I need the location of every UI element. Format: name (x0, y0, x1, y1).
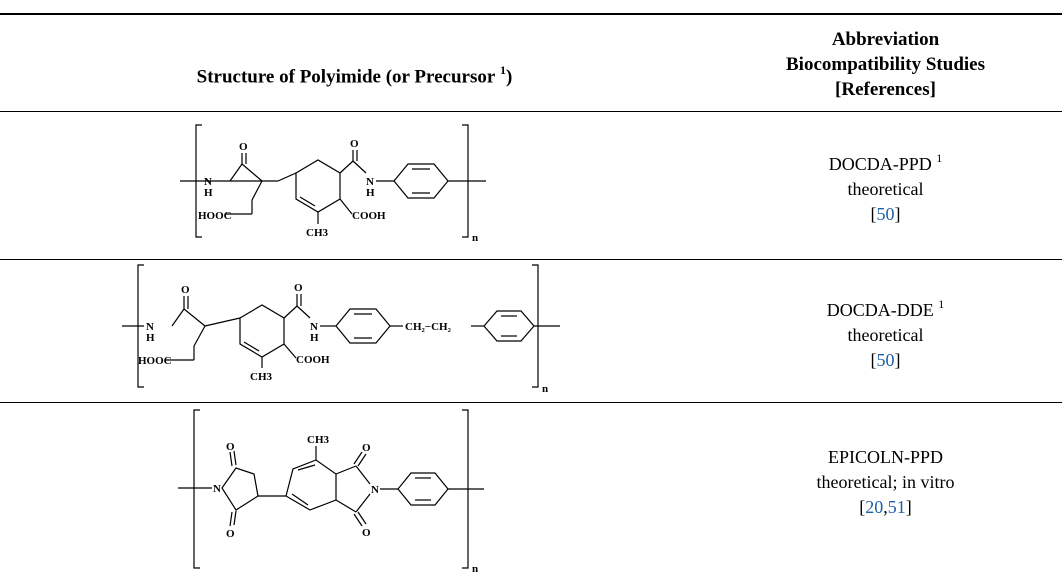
row-3-left-bracket (193, 409, 200, 569)
row-2-refs: [50] (870, 350, 901, 370)
row-2-o1: O (181, 284, 190, 296)
row-2-abbreviation: DOCDA-DDE 1 (709, 293, 1062, 323)
header-abbreviation-line: Abbreviation (831, 29, 940, 50)
row-separator-2 (0, 402, 1062, 403)
row-3-n: n (472, 563, 478, 575)
row-1-abbr-text: DOCDA-PPD (828, 154, 932, 174)
row-2-ch3: CH3 (250, 371, 273, 383)
header-references-line: [References] (835, 79, 936, 100)
row-3-refs: [20,51] (859, 497, 912, 517)
row-2-bridge: CH₂−CH₂ (405, 321, 452, 333)
row-2-study: theoretical (847, 325, 924, 345)
row-1-study: theoretical (847, 179, 924, 199)
row-2-cooh: COOH (296, 354, 330, 366)
row-1-cooh: COOH (352, 210, 386, 222)
row-1-refs: [50] (870, 204, 901, 224)
row-3-ch3: CH3 (307, 434, 330, 446)
header-structure-text: Structure of Polyimide (or Precursor (196, 66, 496, 88)
header-structure-footnote: 1 (500, 63, 507, 77)
row-1-ref-link[interactable]: 50 (876, 204, 895, 224)
row-2-o2: O (294, 282, 303, 294)
row-separator-1 (0, 259, 1062, 260)
row-3-abbreviation: EPICOLN-PPD (827, 447, 943, 467)
row-1-nh2: N (366, 176, 374, 188)
row-1-o2: O (350, 138, 359, 150)
row-3-ref-link-a[interactable]: 20 (865, 497, 884, 517)
row-2-ref-link[interactable]: 50 (876, 350, 895, 370)
row-3-o4: O (362, 527, 371, 539)
row-1-nh1: N (204, 176, 212, 188)
table-top-rule (0, 13, 1062, 15)
row-3-n1: N (213, 483, 221, 495)
header-abbreviation: Abbreviation Biocompatibility Studies [R… (709, 27, 1062, 102)
row-2-footnote: 1 (938, 297, 945, 311)
row-2-hooc: HOOC (138, 355, 172, 367)
header-structure-close: ) (506, 66, 513, 88)
row-2-h2: H (310, 332, 319, 344)
header-structure: Structure of Polyimide (or Precursor 1) (0, 60, 709, 88)
row-2-nh2: N (310, 321, 318, 333)
row-1-h1: H (204, 187, 213, 199)
row-1-abbreviation: DOCDA-PPD 1 (709, 147, 1062, 177)
row-2-n: n (542, 383, 548, 395)
row-3-n2: N (371, 484, 379, 496)
row-1-info: DOCDA-PPD 1 theoretical [50] (709, 147, 1062, 227)
row-1-hooc: HOOC (198, 210, 232, 222)
row-3-o3: O (362, 442, 371, 454)
row-3-study: theoretical; in vitro (816, 472, 955, 492)
row-1-n: n (472, 232, 478, 244)
header-biocompatibility-line: Biocompatibility Studies (786, 54, 985, 75)
header-rule (0, 111, 1062, 112)
row-2-info: DOCDA-DDE 1 theoretical [50] (709, 293, 1062, 373)
row-1-ch3: CH3 (306, 227, 329, 239)
row-3-info: EPICOLN-PPD theoretical; in vitro [20,51… (709, 445, 1062, 520)
structure-epicoln-ppd (178, 409, 484, 569)
row-2-h1: H (146, 332, 155, 344)
row-1-o1: O (239, 141, 248, 153)
row-1-footnote: 1 (936, 151, 943, 165)
structure-docda-ppd (180, 124, 486, 238)
structure-docda-dde (122, 264, 560, 388)
row-3-o2: O (226, 528, 235, 540)
row-3-ref-link-b[interactable]: 51 (887, 497, 906, 517)
row-1-h2: H (366, 187, 375, 199)
row-2-nh1: N (146, 321, 154, 333)
row-3-o1: O (226, 441, 235, 453)
row-2-abbr-text: DOCDA-DDE (826, 300, 934, 320)
